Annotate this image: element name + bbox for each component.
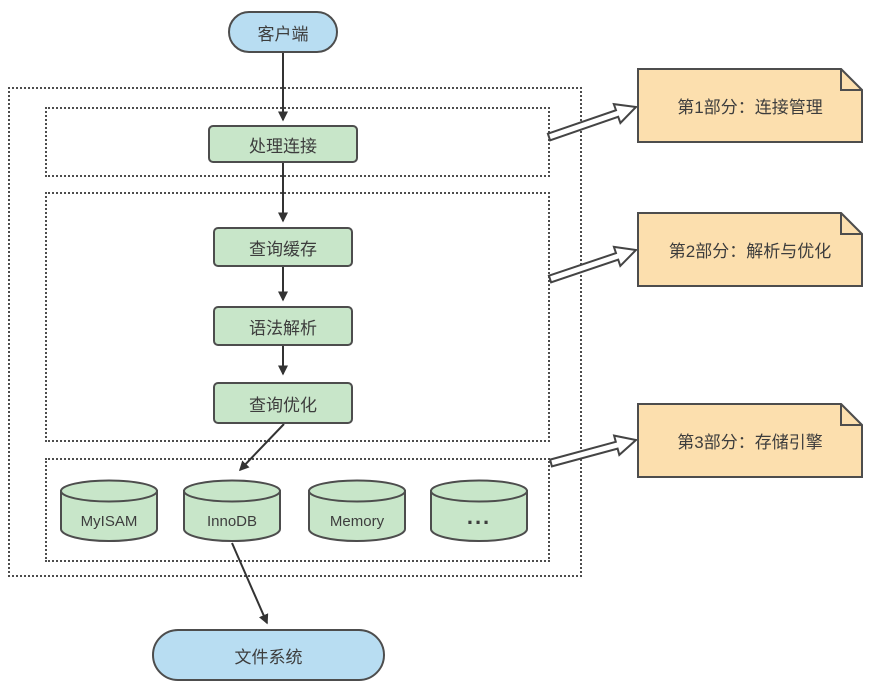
cylinder-top <box>183 479 281 503</box>
parser-label: 语法解析 <box>249 318 317 338</box>
folded-corner-icon <box>840 210 865 235</box>
engine-cylinder-myisam: MyISAM <box>60 479 158 543</box>
engine-label-others: ... <box>467 504 491 529</box>
cylinder-body <box>60 490 158 542</box>
engine-cylinder-innodb: InnoDB <box>183 479 281 543</box>
cylinder-body <box>183 490 281 542</box>
note-3-label: 第3部分：存储引擎 <box>677 433 823 452</box>
outline-arrow-to-note-2 <box>547 245 639 284</box>
folded-corner-icon <box>840 401 865 426</box>
query-cache-box: 查询缓存 <box>213 227 353 267</box>
handle-connection-box: 处理连接 <box>208 125 358 163</box>
client-label: 客户端 <box>257 24 309 44</box>
cylinder-body <box>308 490 406 542</box>
optimizer-box: 查询优化 <box>213 382 353 424</box>
engine-label-myisam: MyISAM <box>81 513 138 530</box>
cylinder-body <box>430 490 528 542</box>
note-shape <box>637 68 863 143</box>
query-cache-label: 查询缓存 <box>249 239 317 259</box>
folded-corner-icon <box>840 66 865 91</box>
parser-box: 语法解析 <box>213 306 353 346</box>
engine-label-memory: Memory <box>330 513 385 530</box>
storage-engine-section <box>45 458 550 562</box>
connection-management-section <box>45 107 550 177</box>
cylinder-top <box>60 479 158 503</box>
note-connection-management: 第1部分：连接管理 <box>637 66 865 143</box>
outline-arrow-to-note-3 <box>548 434 639 468</box>
engine-label-innodb: InnoDB <box>207 513 257 530</box>
engine-cylinder-others: ... <box>430 479 528 543</box>
file-system-node: 文件系统 <box>152 629 385 681</box>
server-boundary-box <box>8 87 582 577</box>
note-parse-optimize: 第2部分：解析与优化 <box>637 210 865 287</box>
arrow-innodb-to-filesystem <box>231 542 269 625</box>
client-node: 客户端 <box>228 11 338 53</box>
note-shape <box>637 403 863 478</box>
note-storage-engine: 第3部分：存储引擎 <box>637 401 865 478</box>
cylinder-top <box>308 479 406 503</box>
arrow-optimizer-to-innodb <box>238 423 285 472</box>
parse-optimize-section <box>45 192 550 442</box>
note-1-label: 第1部分：连接管理 <box>677 98 823 117</box>
note-shape <box>637 212 863 287</box>
file-system-label: 文件系统 <box>234 647 303 667</box>
outline-arrow-to-note-1 <box>546 102 639 142</box>
optimizer-label: 查询优化 <box>249 395 317 415</box>
note-2-label: 第2部分：解析与优化 <box>668 242 832 261</box>
handle-connection-label: 处理连接 <box>249 136 317 156</box>
cylinder-top <box>430 479 528 503</box>
engine-cylinder-memory: Memory <box>308 479 406 543</box>
